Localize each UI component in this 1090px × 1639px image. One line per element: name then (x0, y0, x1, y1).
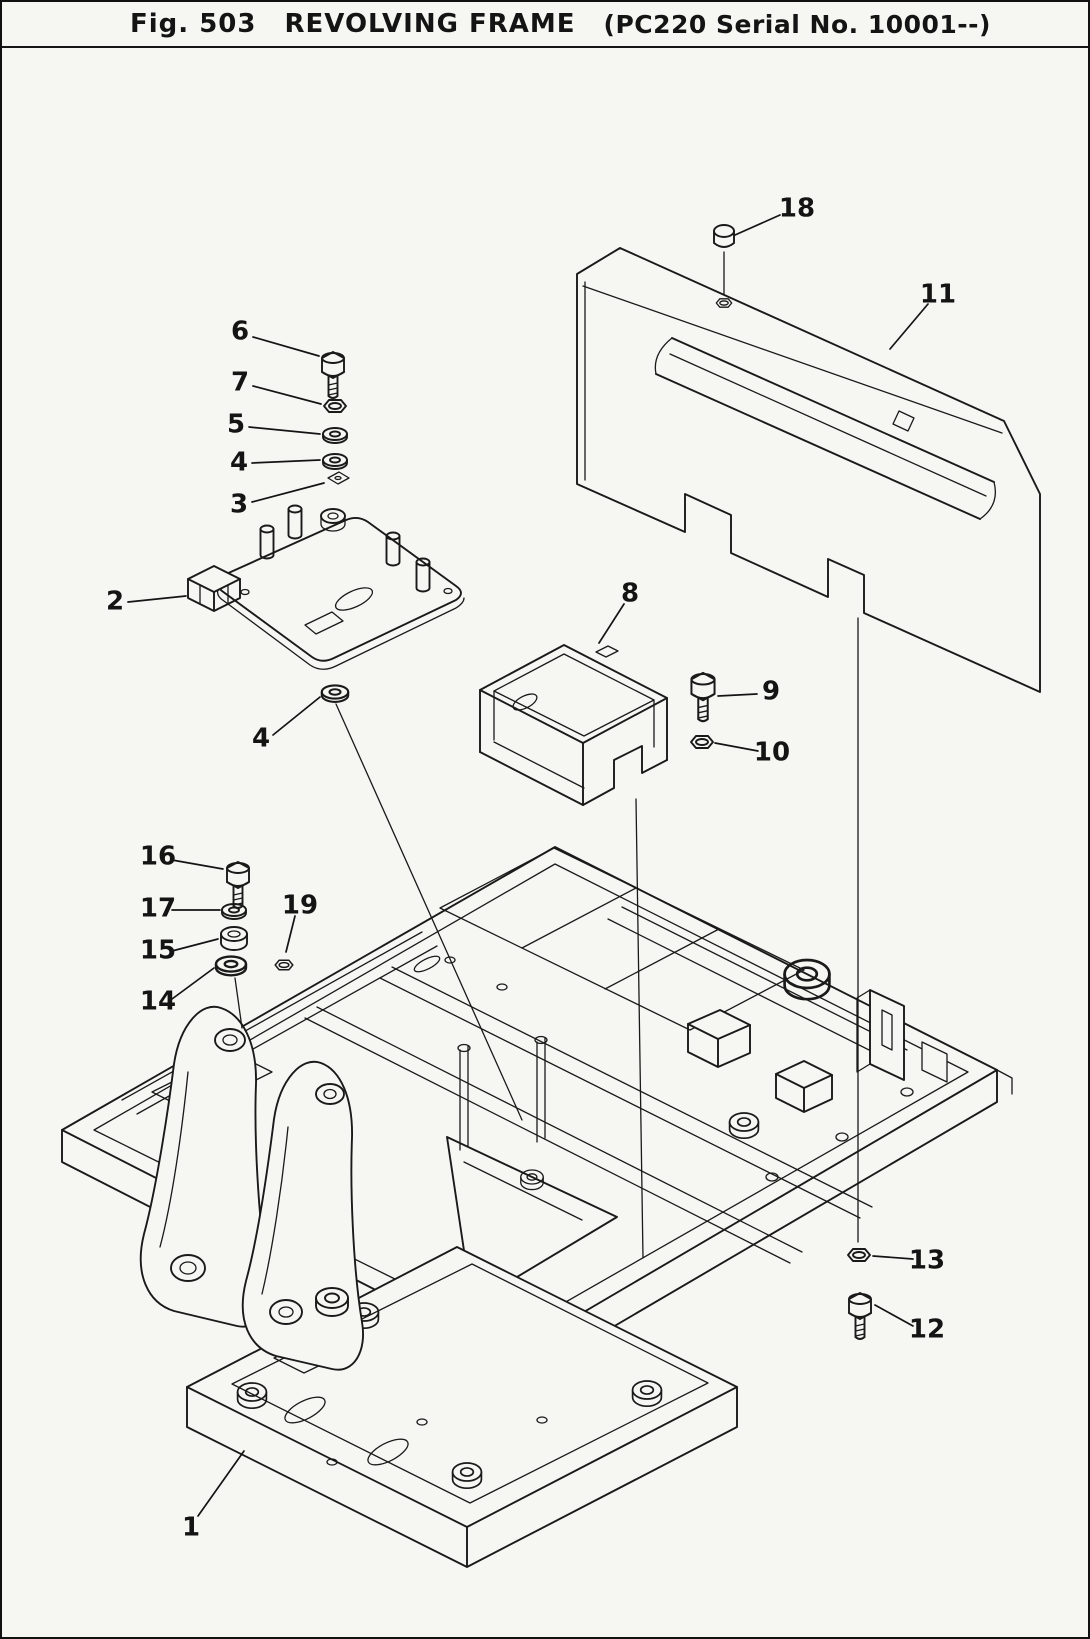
callout-12: 12 (909, 1315, 945, 1345)
callout-11: 11 (920, 280, 956, 310)
callout-leader-12 (874, 1304, 914, 1327)
part-9-bolt (690, 671, 716, 723)
part-18-cap (713, 224, 735, 308)
figure-name: REVOLVING FRAME (284, 9, 576, 39)
part-14-17-hardware-stack (214, 861, 294, 977)
part-4-washer (322, 453, 348, 470)
callout-10: 10 (754, 738, 790, 768)
part-5-washer (322, 427, 348, 444)
serial-note: (PC220 Serial No. 10001--) (603, 9, 991, 39)
callout-layer: 18 11 6 7 5 4 3 2 8 9 10 4 16 17 15 19 14 13 12 1 (106, 194, 956, 1543)
part-13-nut (847, 1248, 871, 1262)
callout-leader-5 (248, 426, 321, 435)
callout-leader-14 (171, 967, 215, 1000)
callout-leader-19 (285, 915, 296, 953)
callout-14: 14 (140, 987, 176, 1017)
part-2-bracket (187, 565, 241, 612)
part-16-bolt (226, 861, 250, 909)
callout-1: 1 (182, 1513, 200, 1543)
callout-4: 4 (252, 724, 270, 754)
callout-5: 5 (227, 410, 245, 440)
assembly-alignment-lines (234, 251, 859, 1259)
callout-leader-13 (872, 1255, 914, 1260)
callout-7: 7 (231, 368, 249, 398)
figure-title: Fig. 503 REVOLVING FRAME (PC220 Serial N… (2, 2, 1088, 48)
callout-13: 13 (909, 1246, 945, 1276)
callout-4: 4 (230, 448, 248, 478)
boom-bracket-left (139, 1005, 270, 1328)
callout-leader-11 (889, 303, 929, 350)
callout-16: 16 (140, 842, 176, 872)
callout-18: 18 (779, 194, 815, 224)
part-14-washer (214, 955, 248, 977)
callout-leader-4 (251, 459, 321, 464)
callout-9: 9 (762, 677, 780, 707)
callout-3: 3 (230, 490, 248, 520)
part-12-bolt (848, 1292, 872, 1340)
callout-leader-18 (734, 214, 781, 236)
callout-leader-9 (717, 693, 758, 697)
part-19-nut (274, 959, 294, 971)
part-15-bushing (220, 926, 248, 951)
part-6-bolt (321, 351, 345, 399)
callout-6: 6 (231, 317, 249, 347)
callout-leader-6 (252, 336, 320, 357)
callout-8: 8 (621, 579, 639, 609)
part-7-nut (323, 399, 347, 413)
part-11-side-panel (576, 247, 1041, 693)
callout-leader-4 (272, 696, 321, 736)
callout-2: 2 (106, 587, 124, 617)
callout-leader-15 (171, 938, 219, 952)
callout-leader-10 (714, 742, 759, 752)
callout-leader-16 (171, 859, 224, 870)
callout-17: 17 (140, 894, 176, 924)
callout-19: 19 (282, 891, 318, 921)
figure-number: Fig. 503 (130, 9, 257, 39)
part-2-7-mounting-plate-assembly (187, 351, 465, 703)
callout-leader-1 (197, 1450, 245, 1517)
callout-leader-8 (598, 603, 625, 644)
part-4-washer-lower (320, 684, 350, 703)
callout-leader-3 (251, 482, 325, 503)
callout-15: 15 (140, 936, 176, 966)
part-12-13-fasteners (847, 1248, 872, 1340)
part-8-box (479, 644, 716, 806)
callout-leader-2 (127, 595, 187, 603)
callout-leader-7 (252, 385, 322, 405)
part-10-nut (690, 735, 714, 749)
part-3-spacer (327, 471, 350, 485)
